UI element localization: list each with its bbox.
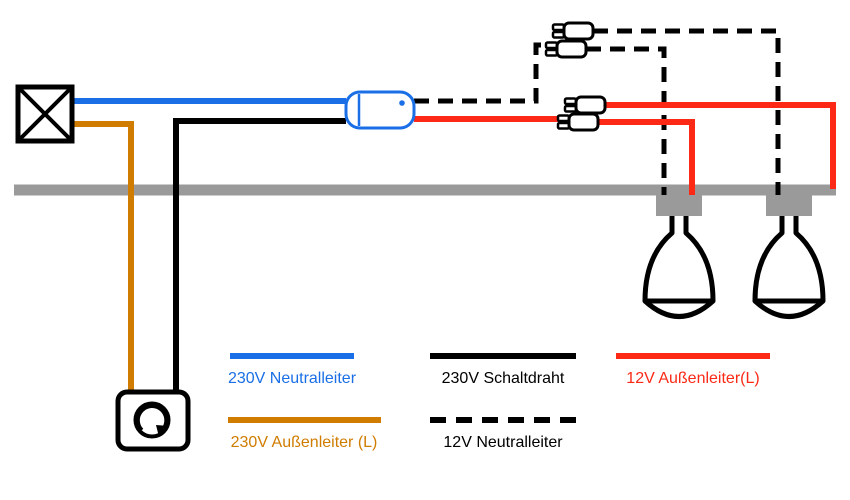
lamp-mount-2 [766,195,812,216]
legend-item-230v-phase: 230V Außenleiter (L) [228,417,381,451]
transformer-icon [344,90,416,130]
wire-12v-neutral-feed [414,42,546,104]
dimmer-switch-icon [115,389,191,452]
legend: 230V Neutralleiter 230V Schaltdraht 12V … [228,353,770,451]
legend-item-12v-phase: 12V Außenleiter(L) [616,353,770,387]
junction-box-icon [15,84,75,144]
wire-12v-neutral-lamp1 [586,46,667,196]
halogen-lamp-2 [752,216,826,319]
lamp-connector-3 [563,95,607,115]
lamp-2-bell [752,216,826,304]
legend-label-12v-neutral: 12V Neutralleiter [443,434,563,451]
lamp-mount-1 [656,195,702,216]
dimmer-rotation-arrow [156,425,169,437]
legend-item-230v-switched: 230V Schaltdraht [430,353,576,387]
lamp-connector-2 [544,39,588,59]
lamp-connector-group-top [544,21,595,59]
transformer-body [344,90,416,130]
lamp-2-lens [753,299,825,319]
halogen-lamp-1 [642,216,716,319]
legend-label-230v-neutral: 230V Neutralleiter [228,370,357,387]
lamp-connector-4 [556,112,600,132]
wire-12v-phase-lamp2 [605,102,836,189]
legend-item-230v-neutral: 230V Neutralleiter [228,353,357,387]
dimmer-rotation-arc [136,404,168,432]
lamp-1-bell [642,216,716,304]
transformer-indicator-dot [399,100,405,106]
wire-230v-phase [72,121,134,392]
wire-12v-phase-lamp1 [598,119,695,196]
legend-label-12v-phase: 12V Außenleiter(L) [626,370,759,387]
lamp-1-lens [643,299,715,319]
legend-label-230v-phase: 230V Außenleiter (L) [231,434,378,451]
wire-230v-switched [173,118,346,392]
legend-item-12v-neutral: 12V Neutralleiter [430,417,576,451]
junction-box-cross-2 [18,87,72,141]
lamp-connector-group-bottom [556,95,607,132]
wire-12v-neutral-lamp2 [593,28,781,196]
lamp-connector-1 [551,21,595,41]
legend-label-230v-switched: 230V Schaltdraht [442,370,565,387]
